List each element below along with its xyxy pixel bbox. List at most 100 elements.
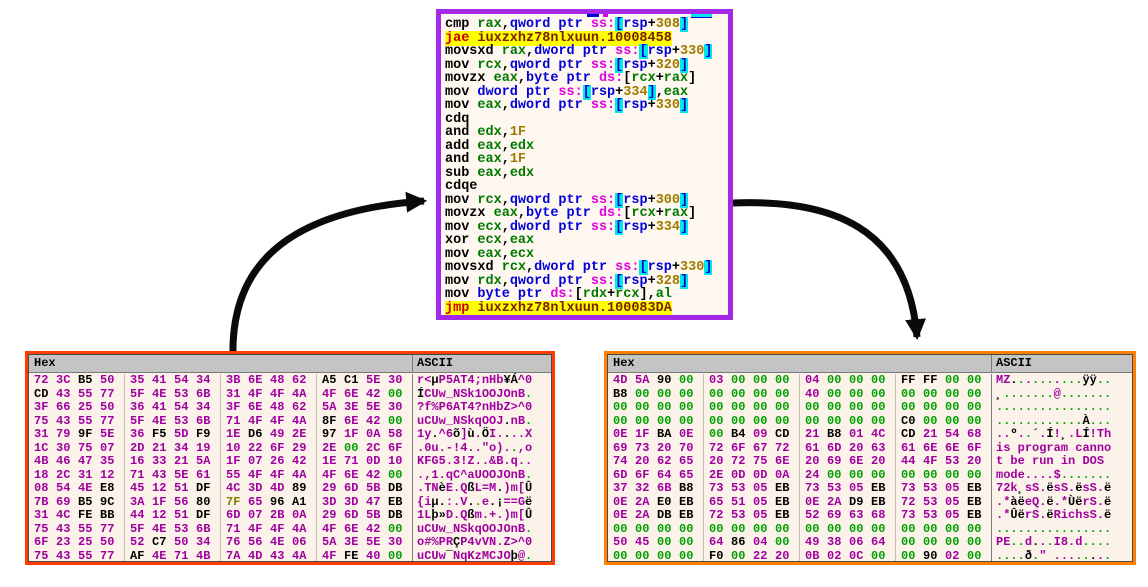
hex-byte: 6F <box>388 440 403 455</box>
hex-byte: 55 <box>78 521 93 536</box>
hex-byte: 3C <box>56 373 71 387</box>
hex-byte: 70 <box>679 440 694 455</box>
hex-byte: 63 <box>871 440 886 455</box>
hex-byte: 00 <box>849 373 864 387</box>
hex-byte: 34 <box>196 535 211 549</box>
hex-byte: 00 <box>344 440 359 455</box>
hex-byte: 00 <box>753 386 768 401</box>
hex-byte: 4F <box>322 467 337 482</box>
asm-line: and edx,1F <box>445 125 527 140</box>
hex-byte: 12 <box>152 481 167 495</box>
hex-byte: 00 <box>388 467 403 482</box>
asm-line: movzx eax,byte ptr ds:[rcx+rax] <box>445 71 697 86</box>
hex-byte: 22 <box>753 548 768 562</box>
hex-byte: 00 <box>805 521 820 536</box>
hex-byte: 05 <box>849 481 864 495</box>
hex-byte: 6E <box>775 454 790 468</box>
hex-byte: 5D <box>174 427 189 441</box>
hex-byte: 00 <box>967 467 982 482</box>
hex-byte: 54 <box>56 481 71 495</box>
hex-byte: 4F <box>270 413 285 428</box>
hex-byte: 75 <box>78 440 93 455</box>
hex-byte: 97 <box>322 427 337 441</box>
hex-byte: 69 <box>56 494 71 509</box>
hex-byte: EB <box>775 494 790 509</box>
hex-byte: 00 <box>657 400 672 414</box>
hex-byte: 43 <box>56 386 71 401</box>
hex-byte: 65 <box>679 454 694 468</box>
hex-byte: 4F <box>923 454 938 468</box>
hex-byte: EB <box>679 494 694 509</box>
hex-byte: 54 <box>174 400 189 414</box>
hex-byte: EB <box>388 494 403 509</box>
hex-byte: 71 <box>344 454 359 468</box>
asm-line: cmp rax,qword ptr ss:[rsp+308] <box>445 17 689 32</box>
hex-byte: 63 <box>849 508 864 522</box>
ascii-cell: 72k¸sS.ësS.ësS.ë <box>996 481 1112 495</box>
hex-byte: 6E <box>248 373 263 387</box>
hex-byte: 05 <box>753 508 768 522</box>
hex-byte: 00 <box>827 521 842 536</box>
hex-byte: 3E <box>344 535 359 549</box>
hex-byte: 68 <box>967 427 982 441</box>
arrow-disasm-to-right-hex <box>732 199 927 341</box>
ascii-cell: uCUw_NSkqOOJ.nB. <box>417 413 533 428</box>
hex-byte: 00 <box>709 413 724 428</box>
clipped-bracket-mark <box>691 14 712 18</box>
hex-byte: 89 <box>292 481 307 495</box>
hex-byte: 4A <box>292 521 307 536</box>
hex-byte: 23 <box>56 535 71 549</box>
hex-byte: 34 <box>174 440 189 455</box>
hex-byte: EB <box>967 508 982 522</box>
hex-byte: 5F <box>130 386 145 401</box>
ascii-column-header: ASCII <box>417 356 454 370</box>
hex-byte: 4E <box>152 413 167 428</box>
hex-byte: 34 <box>196 400 211 414</box>
hex-byte: 4C <box>226 481 241 495</box>
hex-byte: 00 <box>923 413 938 428</box>
hex-byte: 66 <box>56 400 71 414</box>
hex-byte: 6E <box>248 400 263 414</box>
hex-byte: 4F <box>270 521 285 536</box>
hex-byte: 73 <box>635 440 650 455</box>
hex-byte: 00 <box>679 413 694 428</box>
hex-byte: DB <box>388 481 403 495</box>
hex-byte: 4E <box>78 481 93 495</box>
hex-byte: 1E <box>322 454 337 468</box>
ascii-cell: PE..d...I8.d.... <box>996 535 1112 549</box>
hex-byte: 8F <box>322 413 337 428</box>
hex-byte: 43 <box>56 548 71 562</box>
hex-byte: 72 <box>901 494 916 509</box>
hex-byte: DB <box>388 508 403 522</box>
hex-byte: 73 <box>805 481 820 495</box>
hex-byte: 0E <box>613 427 628 441</box>
hex-byte: 0E <box>679 427 694 441</box>
hex-byte: 00 <box>901 386 916 401</box>
hex-byte: 77 <box>100 413 115 428</box>
hex-byte: 4A <box>292 467 307 482</box>
hex-byte: 00 <box>613 400 628 414</box>
